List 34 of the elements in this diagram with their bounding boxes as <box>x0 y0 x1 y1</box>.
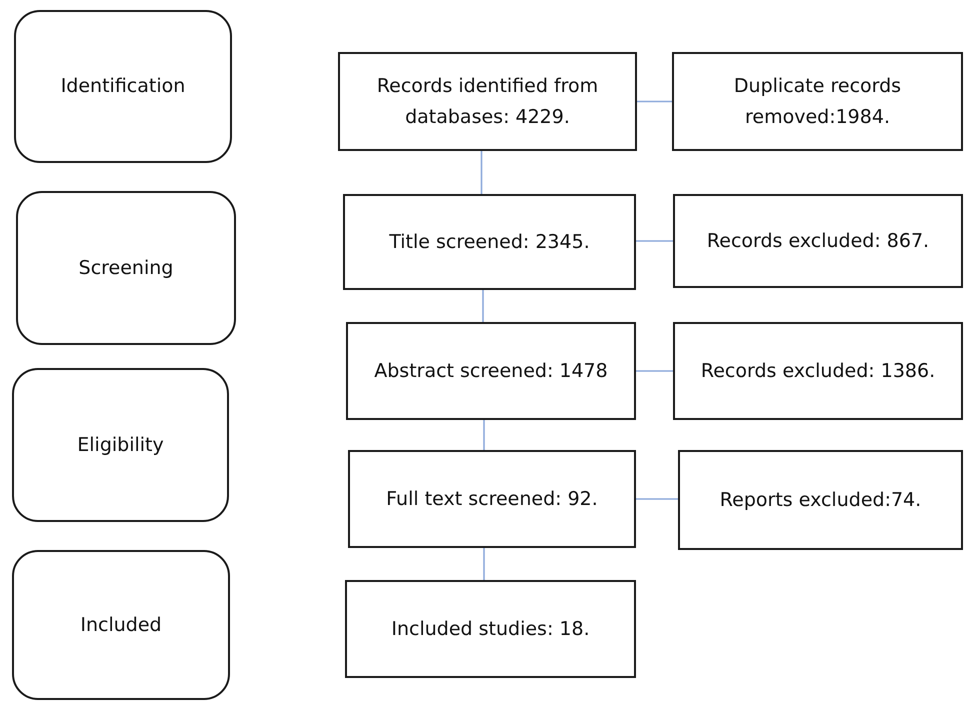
box-text: Records excluded: 867. <box>706 228 930 254</box>
process-box <box>345 580 636 678</box>
connector-line <box>483 548 485 580</box>
box-text: Included studies: 18. <box>391 616 590 642</box>
process-box <box>672 52 963 151</box>
stage-box <box>16 191 236 345</box>
process-box <box>346 322 636 420</box>
process-box <box>678 450 963 550</box>
connector-line <box>637 100 672 102</box>
process-box <box>673 194 963 288</box>
process-box <box>338 52 637 151</box>
stage-box <box>12 550 230 700</box>
stage-label: Included <box>80 612 162 638</box>
box-text: Reports excluded:74. <box>720 488 922 513</box>
box-text: Abstract screened: 1478 <box>374 358 608 384</box>
connector-line <box>636 240 673 242</box>
connector-line <box>483 420 485 450</box>
box-text: Full text screened: 92. <box>386 486 598 512</box>
stage-box <box>12 368 229 522</box>
connector-line <box>636 498 678 500</box>
process-box <box>348 450 636 548</box>
stage-label: Identification <box>60 74 186 100</box>
connector-line <box>636 370 673 372</box>
stage-label: Eligibility <box>77 432 164 458</box>
box-text: Records excluded: 1386. <box>700 358 936 384</box>
connector-line <box>480 151 482 194</box>
box-text: Records identified from databases: 4229. <box>376 74 600 130</box>
stage-label: Screening <box>78 256 174 281</box>
process-box <box>673 322 963 420</box>
box-text: Duplicate records removed:1984. <box>732 74 902 130</box>
process-box <box>343 194 636 290</box>
stage-box <box>14 10 232 163</box>
box-text: Title screened: 2345. <box>389 230 590 255</box>
connector-line <box>482 290 484 322</box>
